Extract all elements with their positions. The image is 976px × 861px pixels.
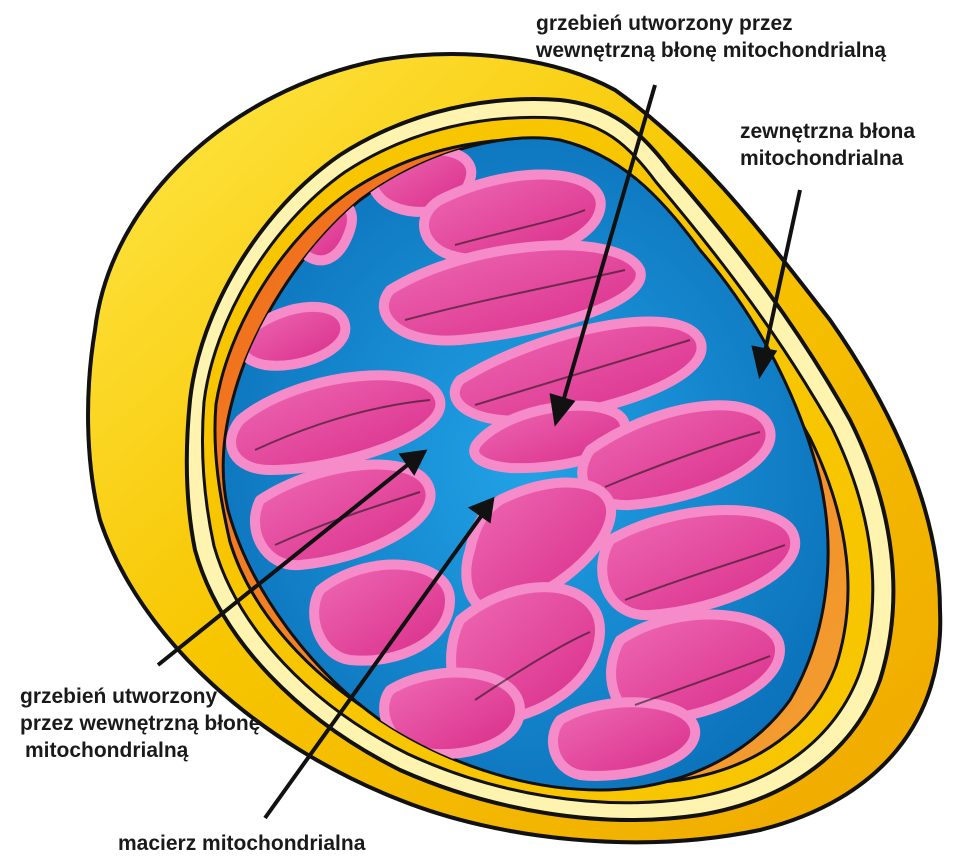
- label-line: zewnętrzna błona: [740, 118, 915, 145]
- label-line: mitochondrialną: [20, 737, 260, 764]
- label-line: mitochondrialna: [740, 145, 915, 172]
- label-top-crista: grzebień utworzony przez wewnętrzną błon…: [536, 10, 886, 64]
- label-line: grzebień utworzony przez: [536, 10, 886, 37]
- label-line: macierz mitochondrialna: [118, 830, 365, 857]
- label-line: grzebień utworzony: [20, 683, 260, 710]
- label-line: przez wewnętrzną błonę: [20, 710, 260, 737]
- label-left-crista: grzebień utworzony przez wewnętrzną błon…: [20, 683, 260, 764]
- label-matrix: macierz mitochondrialna: [118, 830, 365, 857]
- label-line: wewnętrzną błonę mitochondrialną: [536, 37, 886, 64]
- label-outer-membrane: zewnętrzna błona mitochondrialna: [740, 118, 915, 172]
